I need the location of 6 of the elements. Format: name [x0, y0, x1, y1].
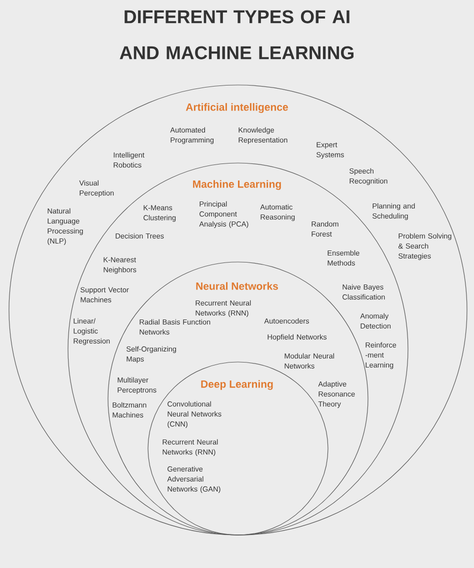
category-ellipse — [8, 84, 468, 536]
category-heading: Deep Learning — [201, 380, 273, 390]
category-heading: Neural Networks — [196, 282, 278, 290]
title: DIFFERENT TYPES OF AI AND MACHINE LEARNING — [120, 10, 354, 60]
category-heading: Machine Learning — [193, 180, 281, 190]
category-heading: Artificial intelligence — [186, 103, 288, 113]
